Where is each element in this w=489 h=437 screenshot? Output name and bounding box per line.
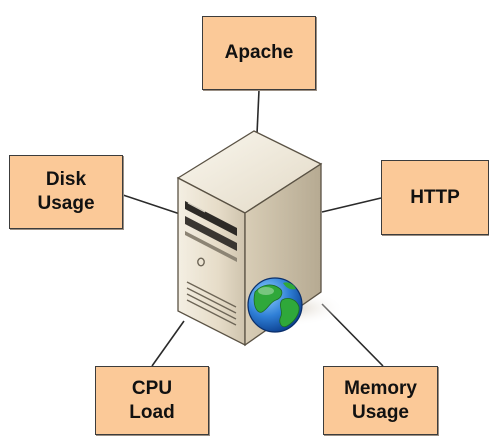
- globe-icon: [247, 277, 303, 333]
- server-with-globe-icon: [176, 130, 345, 347]
- node-http-label: HTTP: [410, 186, 460, 208]
- node-http: HTTP: [381, 160, 489, 235]
- node-cpu-load-label: CPU Load: [129, 377, 175, 423]
- node-disk-usage: Disk Usage: [9, 155, 123, 229]
- node-cpu-load: CPU Load: [95, 366, 209, 435]
- node-disk-usage-label: Disk Usage: [37, 169, 95, 214]
- node-apache-label: Apache: [224, 42, 294, 63]
- node-memory-usage-label: Memory Usage: [344, 377, 417, 423]
- connector-disk: [122, 194, 181, 215]
- connector-cpu: [151, 320, 185, 367]
- node-apache: Apache: [202, 16, 316, 90]
- connector-http: [321, 197, 382, 213]
- connector-apache: [256, 89, 260, 135]
- node-memory-usage: Memory Usage: [323, 366, 438, 435]
